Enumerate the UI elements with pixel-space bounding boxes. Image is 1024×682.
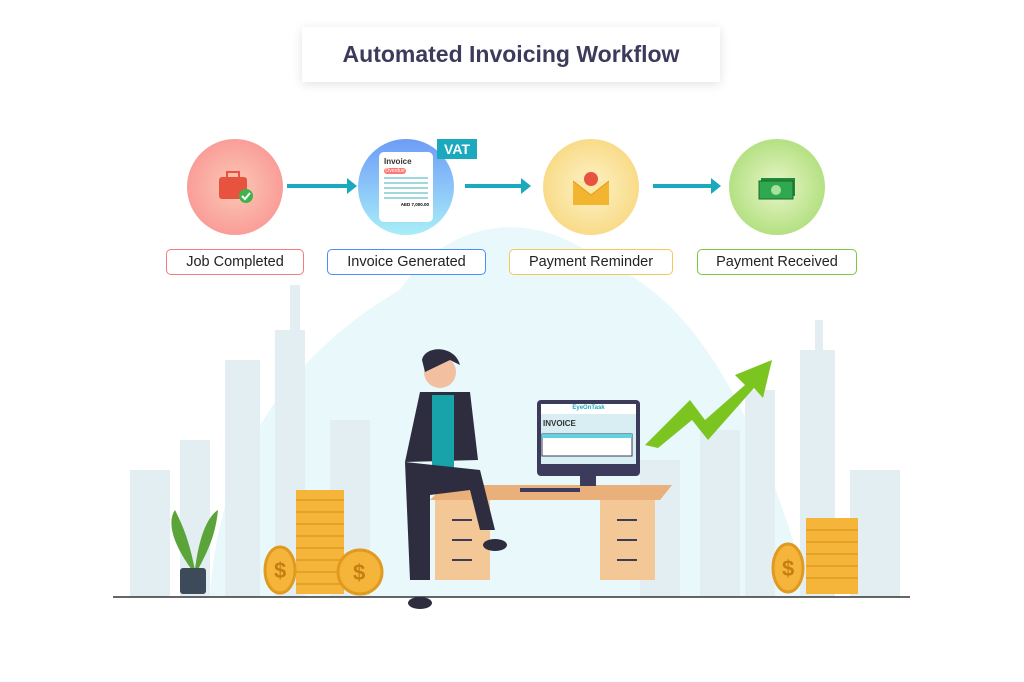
desk — [430, 485, 672, 580]
page-title: Automated Invoicing Workflow — [302, 27, 720, 82]
overdue-badge: Overdue — [384, 168, 406, 174]
monitor-brand: EyeOnTask — [572, 405, 605, 411]
growth-arrow-icon — [645, 360, 772, 448]
svg-text:$: $ — [274, 558, 286, 583]
coin-stack-left — [296, 490, 344, 594]
invoice-document-icon: Invoice Overdue AED 7,000.00 — [379, 152, 433, 222]
svg-text:$: $ — [353, 560, 365, 585]
step-job-completed-circle — [187, 139, 283, 235]
envelope-bell-icon — [572, 172, 610, 205]
step-payment-reminder-circle — [543, 139, 639, 235]
coin-stack-right — [806, 518, 858, 594]
monitor-invoice-heading: INVOICE — [543, 419, 576, 428]
monitor — [520, 400, 640, 492]
svg-text:$: $ — [782, 556, 794, 581]
invoice-lines — [384, 177, 428, 199]
vat-tag: VAT — [437, 139, 477, 159]
step-label-payment-received: Payment Received — [697, 249, 857, 275]
step-label-payment-reminder: Payment Reminder — [509, 249, 673, 275]
cash-icon — [758, 178, 795, 200]
plant-icon — [171, 510, 218, 594]
step-label-invoice-generated: Invoice Generated — [327, 249, 486, 275]
step-payment-received-circle — [729, 139, 825, 235]
invoice-doc-title: Invoice — [384, 157, 412, 166]
dollar-coins: $ $ $ — [263, 542, 805, 596]
flow-arrow-1 — [287, 178, 357, 194]
flow-arrow-2 — [465, 178, 531, 194]
person — [405, 349, 507, 609]
step-label-job-completed: Job Completed — [166, 249, 304, 275]
invoice-amount: AED 7,000.00 — [400, 202, 429, 207]
flow-arrow-3 — [653, 178, 721, 194]
briefcase-check-icon — [219, 171, 253, 203]
